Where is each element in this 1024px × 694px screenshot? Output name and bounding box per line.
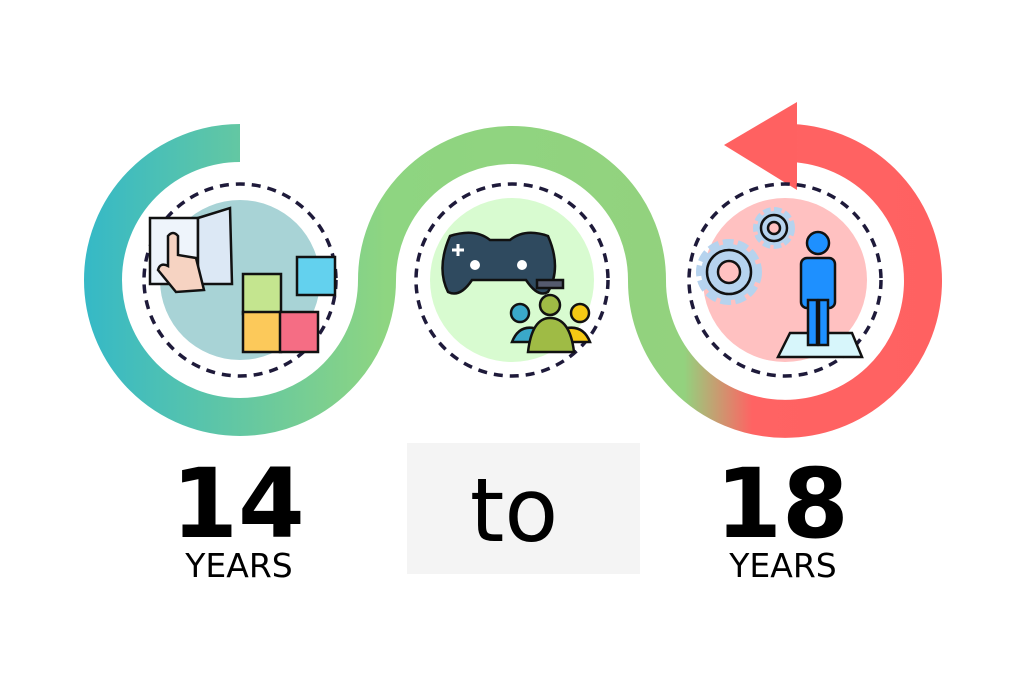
- stage-14-circle: [142, 182, 338, 378]
- gears-icon: [696, 207, 795, 305]
- start-age: 14: [171, 448, 305, 560]
- puzzle-icon: [241, 255, 337, 354]
- connector-box: [407, 443, 640, 574]
- end-age: 18: [715, 448, 849, 560]
- connector-text: to: [470, 459, 558, 562]
- stage-middle-circle: [414, 182, 610, 378]
- graduates-group-icon: [509, 278, 592, 354]
- end-age-unit: YEARS: [728, 546, 836, 585]
- book-hand-icon: [148, 206, 234, 294]
- flow-path: [84, 124, 942, 438]
- stage-18-circle: [687, 182, 883, 378]
- person-standing-icon: [775, 230, 864, 359]
- arrow-head-icon: [724, 102, 797, 190]
- start-age-unit: YEARS: [184, 546, 292, 585]
- gamepad-icon: [441, 231, 557, 295]
